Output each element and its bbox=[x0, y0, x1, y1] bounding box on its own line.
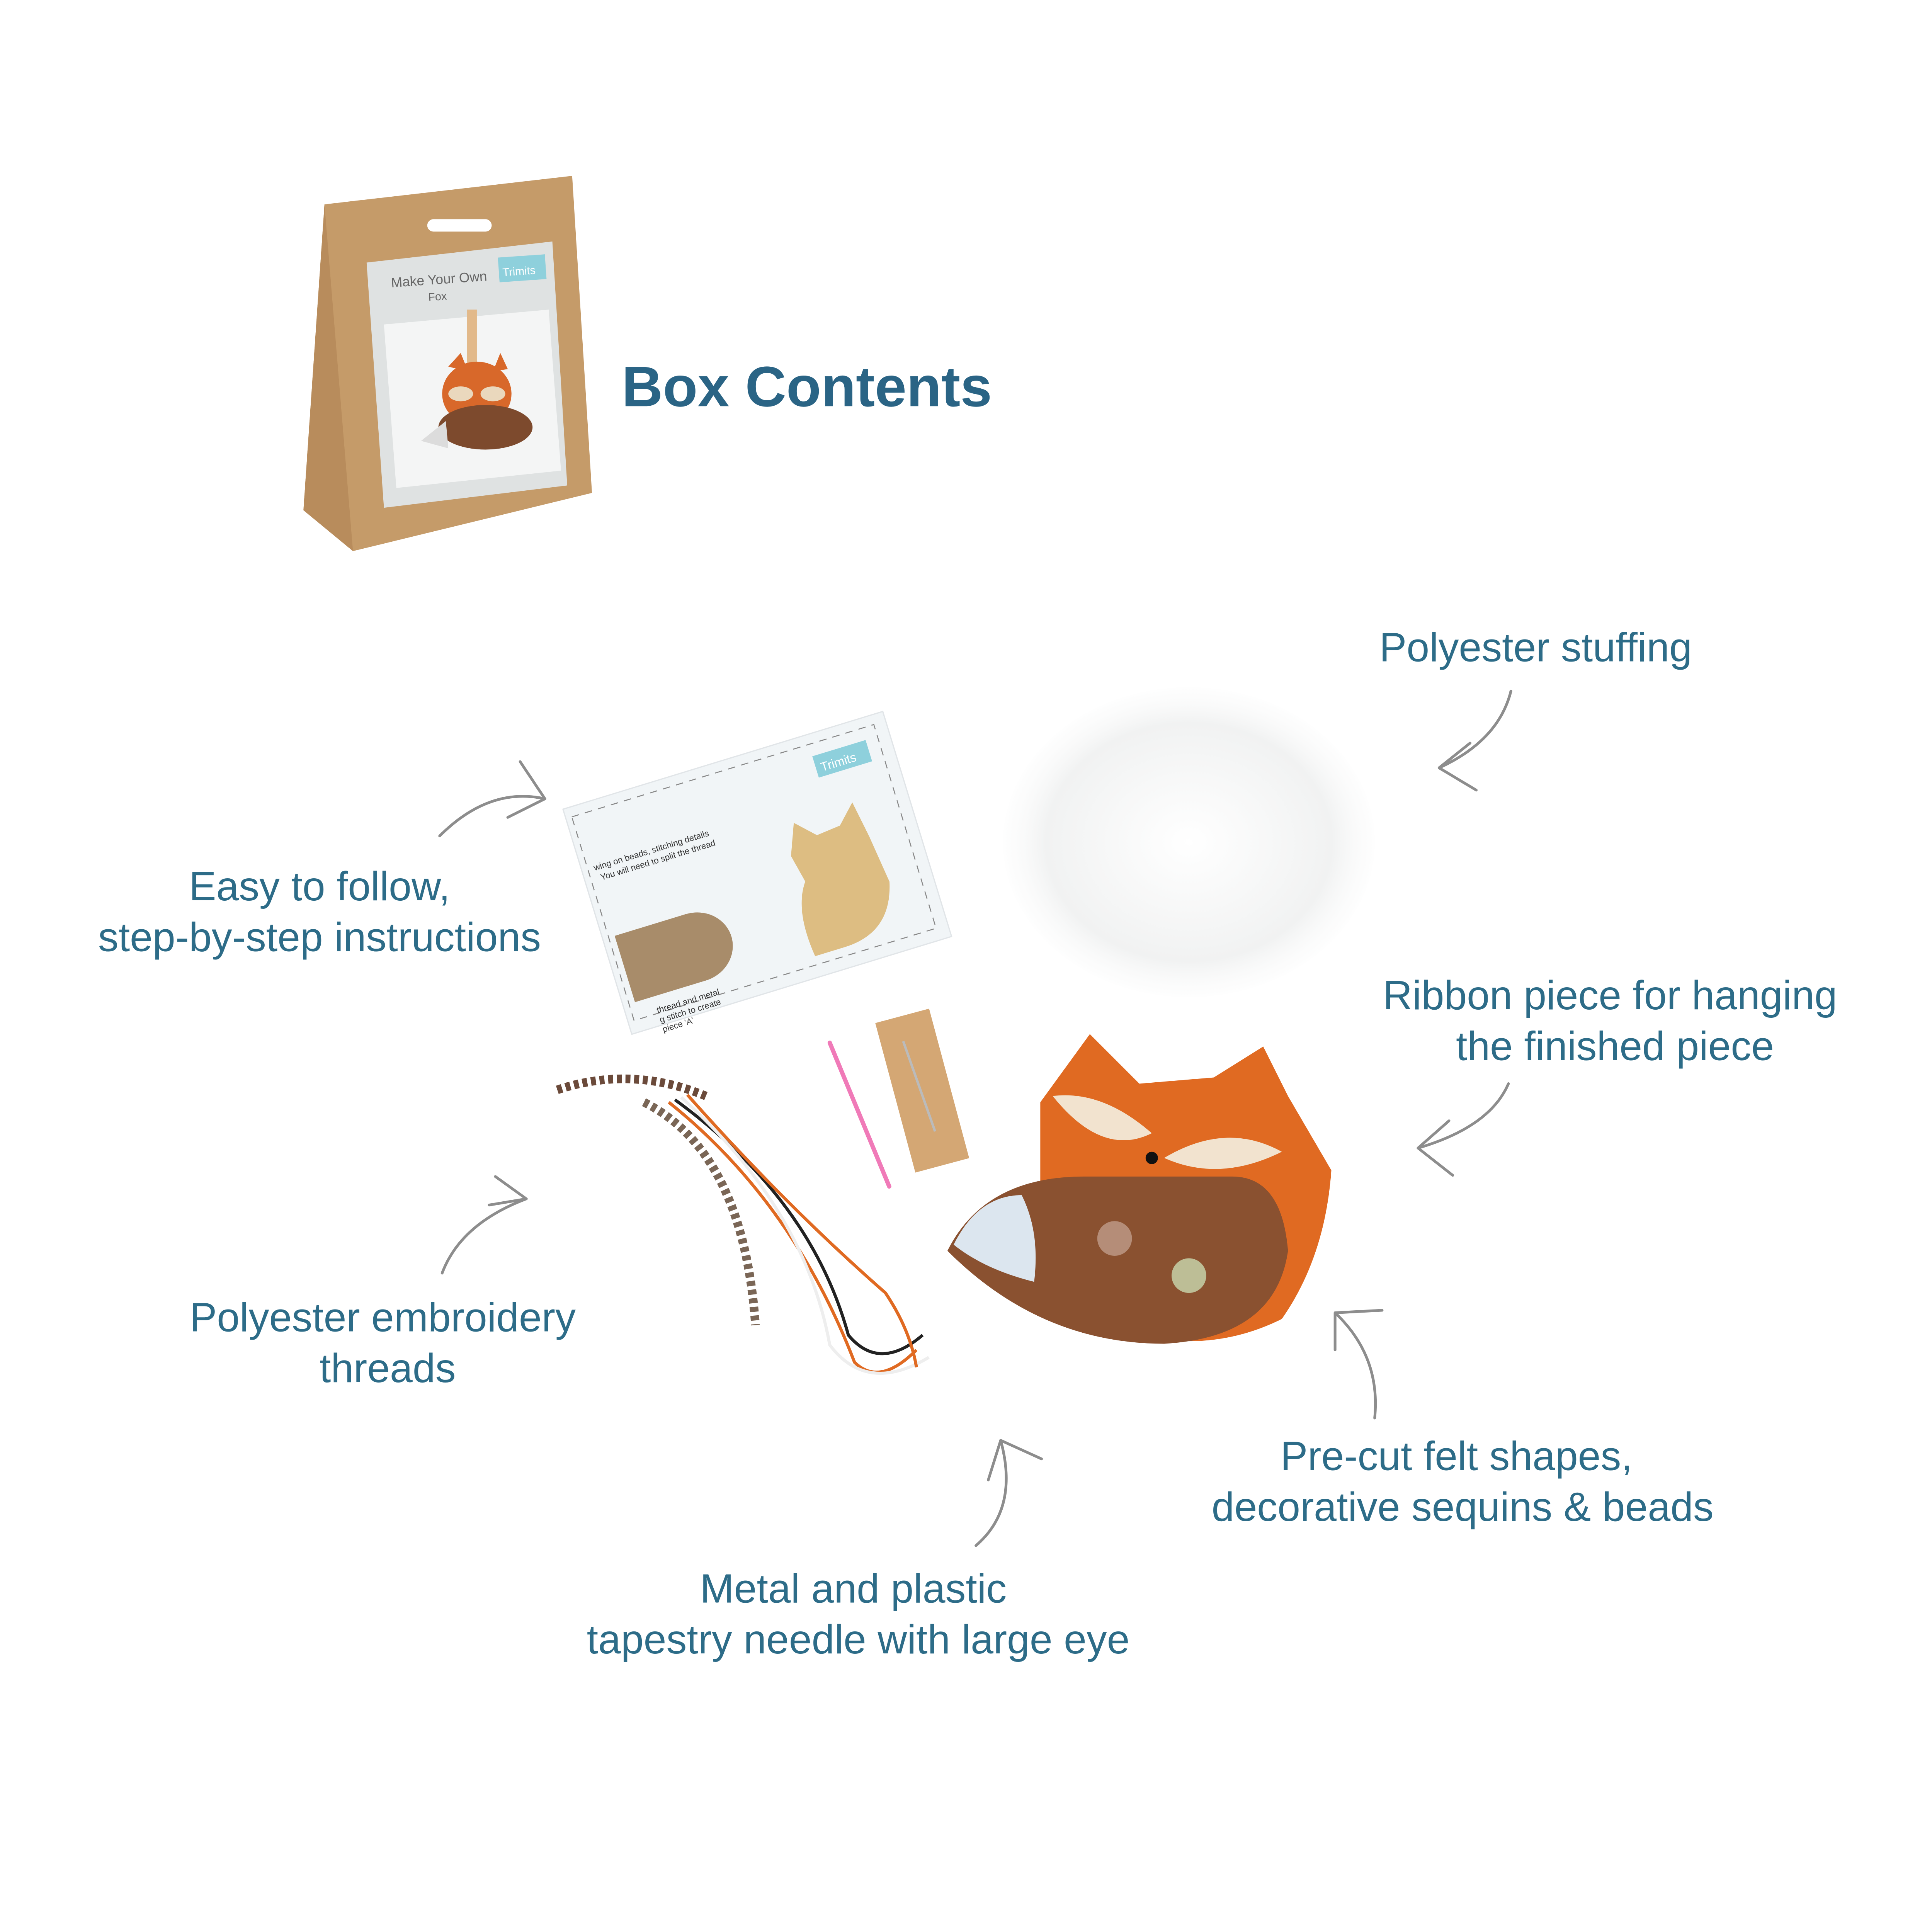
label-felt: Pre-cut felt shapes, decorative sequins … bbox=[1212, 1433, 1714, 1529]
brand-tag bbox=[498, 254, 547, 282]
label-line: Easy to follow, bbox=[189, 864, 450, 909]
label-instructions: Easy to follow, step-by-step instruction… bbox=[98, 864, 541, 960]
embroidery-threads-and-ribbon bbox=[556, 1074, 930, 1375]
label-line: step-by-step instructions bbox=[98, 915, 541, 960]
fox-ornament-photo bbox=[421, 310, 533, 450]
label-needle: Metal and plastic tapestry needle with l… bbox=[587, 1566, 1130, 1662]
felt-needle-holder bbox=[875, 1009, 969, 1173]
beads bbox=[1097, 1221, 1132, 1256]
label-line: tapestry needle with large eye bbox=[587, 1617, 1130, 1662]
sequins bbox=[1172, 1258, 1206, 1293]
plastic-needle bbox=[827, 1041, 891, 1189]
label-line: Polyester embroidery bbox=[190, 1295, 576, 1340]
label-line: Polyester stuffing bbox=[1379, 625, 1692, 670]
label-line: decorative sequins & beads bbox=[1212, 1484, 1714, 1530]
pointer-arrows bbox=[438, 689, 1512, 1547]
label-threads: Polyester embroidery threads bbox=[190, 1295, 576, 1391]
instructions-sheet: Trimits wing on beads, stitching details… bbox=[562, 711, 952, 1035]
package-subtitle: Fox bbox=[428, 290, 447, 304]
label-line: Pre-cut felt shapes, bbox=[1281, 1433, 1633, 1479]
label-ribbon: Ribbon piece for hanging the finished pi… bbox=[1383, 973, 1837, 1069]
label-line: threads bbox=[320, 1345, 456, 1391]
polyester-stuffing bbox=[1003, 687, 1375, 997]
label-line: Metal and plastic bbox=[700, 1566, 1007, 1611]
kit-package: Make Your Own Fox Trimits bbox=[303, 176, 592, 551]
hang-hole bbox=[427, 219, 492, 232]
page-title: Box Contents bbox=[622, 355, 992, 418]
felt-fox-shapes bbox=[947, 1034, 1332, 1344]
label-line: the finished piece bbox=[1456, 1024, 1774, 1069]
label-stuffing: Polyester stuffing bbox=[1379, 625, 1692, 670]
package-brand: Trimits bbox=[502, 264, 536, 279]
label-line: Ribbon piece for hanging bbox=[1383, 973, 1837, 1018]
